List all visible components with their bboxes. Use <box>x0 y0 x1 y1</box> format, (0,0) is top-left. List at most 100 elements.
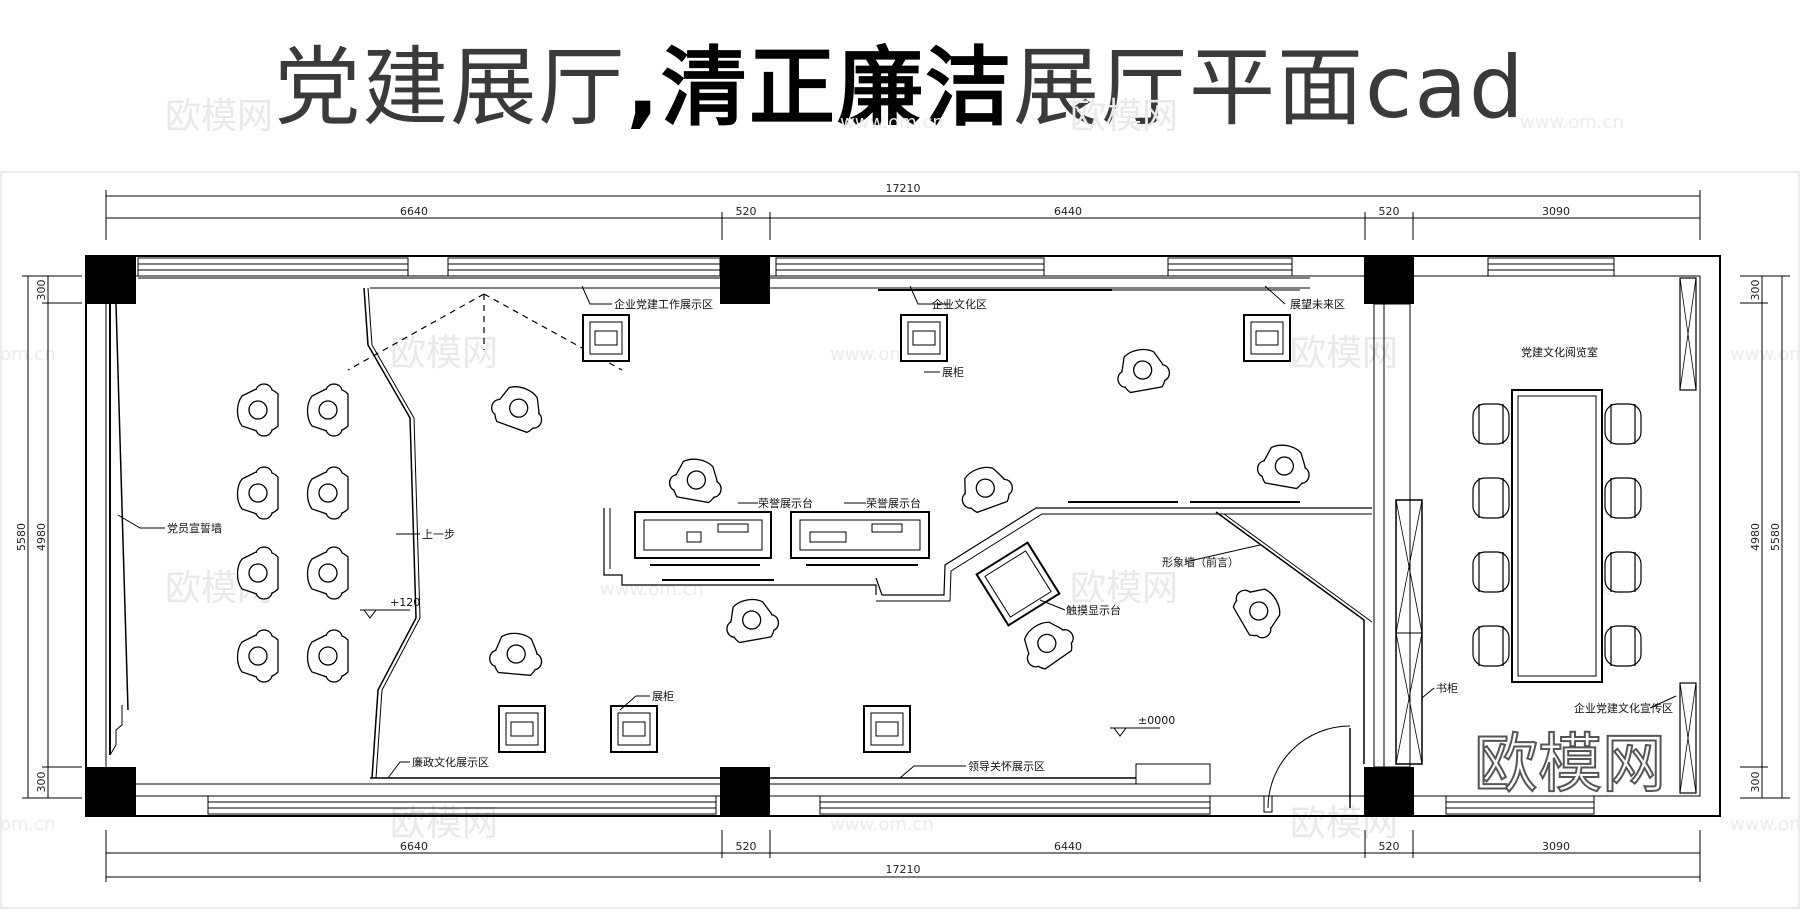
watermark-url: www.om.cn <box>1520 112 1624 133</box>
label-promo-zone: 企业党建文化宣传区 <box>1574 701 1673 715</box>
dim-right-1: 300 <box>1749 280 1762 301</box>
right-dimension-lines <box>1740 275 1790 799</box>
label-culture-zone: 企业文化区 <box>932 297 987 311</box>
person <box>1254 440 1315 491</box>
watermark-text: 欧模网 <box>165 96 273 137</box>
label-bookcase: 书柜 <box>1436 682 1458 695</box>
image-wall <box>875 501 1373 764</box>
label-image-wall: 形象墙（前言） <box>1162 555 1239 569</box>
reading-table <box>1472 389 1642 683</box>
label-future-zone: 展望未来区 <box>1290 298 1345 311</box>
dim-right-total: 5580 <box>1769 523 1782 551</box>
watermark-text: 欧模网 <box>1070 96 1178 137</box>
label-oath-wall: 党员宣誓墙 <box>167 521 222 535</box>
person <box>1013 611 1081 676</box>
cabinet <box>582 314 630 362</box>
person <box>306 466 349 520</box>
title-part-2: 清正廉洁 <box>661 38 1014 138</box>
person <box>953 459 1018 517</box>
label-party-work-zone: 企业党建工作展示区 <box>614 297 713 311</box>
dim-left-3: 300 <box>35 772 48 793</box>
title-part-3: 展厅平面cad <box>1013 38 1526 138</box>
person <box>666 454 727 505</box>
person <box>486 379 551 437</box>
person <box>1112 344 1173 395</box>
honor-tables <box>603 508 930 595</box>
watermark-url: www.om.cn <box>600 579 704 600</box>
watermark-text: 欧模网 <box>390 803 498 844</box>
dim-seg-4-top: 520 <box>1379 205 1400 218</box>
dim-left-1: 300 <box>35 280 48 301</box>
label-cabinet-bottom: 展柜 <box>652 690 674 703</box>
dashed-lines <box>347 293 623 371</box>
chair <box>1604 551 1642 593</box>
label-integrity-zone: 廉政文化展示区 <box>412 755 489 769</box>
dim-total-top: 17210 <box>886 182 921 195</box>
label-cabinet-top: 展柜 <box>942 366 964 379</box>
dim-seg-2-bottom: 520 <box>736 840 757 853</box>
chair <box>1472 625 1510 667</box>
watermark-text: 欧模网 <box>390 333 498 374</box>
person <box>236 629 279 683</box>
dim-left-2: 4980 <box>35 523 48 551</box>
watermark-text: 欧模网 <box>1070 568 1178 609</box>
cabinet <box>498 705 546 753</box>
watermark-url: www.om.cn <box>1730 344 1800 365</box>
person <box>306 629 349 683</box>
cabinet <box>863 705 911 753</box>
person <box>487 630 545 677</box>
watermark-url: www.om.cn <box>830 814 934 835</box>
dim-seg-1-bottom: 6640 <box>400 840 428 853</box>
watermark-url: www.om.cn <box>840 112 944 133</box>
person <box>306 546 349 600</box>
chair <box>1472 551 1510 593</box>
watermark-logo: 欧模网 <box>1474 728 1666 802</box>
watermark-url: om.cn <box>0 814 56 835</box>
dim-seg-3-top: 6440 <box>1054 205 1082 218</box>
left-dimension-lines <box>22 275 82 799</box>
label-elevation-120: +120 <box>390 596 420 609</box>
step-partition <box>363 287 421 779</box>
oath-wall <box>109 303 129 756</box>
bottom-dimension-lines <box>105 830 1701 882</box>
reading-room-partition <box>1373 277 1697 794</box>
dim-left-total: 5580 <box>15 523 28 551</box>
cabinet <box>1243 314 1291 362</box>
page-title: 党建展厅,清正廉洁展厅平面cad <box>0 32 1800 144</box>
label-elevation-zero: ±0000 <box>1138 714 1175 727</box>
person <box>236 466 279 520</box>
label-touch-display: 触摸显示台 <box>1066 603 1121 617</box>
dim-total-bottom: 17210 <box>886 863 921 876</box>
label-step-up: 上一步 <box>422 528 455 541</box>
dim-seg-3-bottom: 6440 <box>1054 840 1082 853</box>
watermark-url: www.om.cn <box>1730 814 1800 835</box>
dim-right-2: 4980 <box>1749 523 1762 551</box>
person <box>1227 577 1291 645</box>
chair <box>1472 403 1510 445</box>
chair <box>1604 625 1642 667</box>
label-honor-table-2: 荣誉展示台 <box>866 496 921 510</box>
dim-seg-1-top: 6640 <box>400 205 428 218</box>
label-honor-table-1: 荣誉展示台 <box>758 496 813 510</box>
elevation-markers <box>360 609 1160 737</box>
leader-lines <box>117 285 1677 779</box>
dim-seg-5-top: 3090 <box>1542 205 1570 218</box>
structural-columns <box>86 256 1414 816</box>
person <box>721 594 782 645</box>
top-dimension-lines <box>105 190 1701 240</box>
title-comma: , <box>626 38 662 138</box>
title-part-1: 党建展厅 <box>274 38 627 138</box>
chair <box>1604 477 1642 519</box>
cabinet <box>900 314 948 362</box>
watermark-text: 欧模网 <box>1290 333 1398 374</box>
dim-seg-5-bottom: 3090 <box>1542 840 1570 853</box>
dim-right-3: 300 <box>1749 772 1762 793</box>
chair <box>1472 477 1510 519</box>
cabinet <box>610 705 658 753</box>
person <box>236 383 279 437</box>
person <box>306 383 349 437</box>
touch-display <box>975 541 1061 627</box>
dim-seg-4-bottom: 520 <box>1379 840 1400 853</box>
label-leaders-zone: 领导关怀展示区 <box>968 759 1045 773</box>
